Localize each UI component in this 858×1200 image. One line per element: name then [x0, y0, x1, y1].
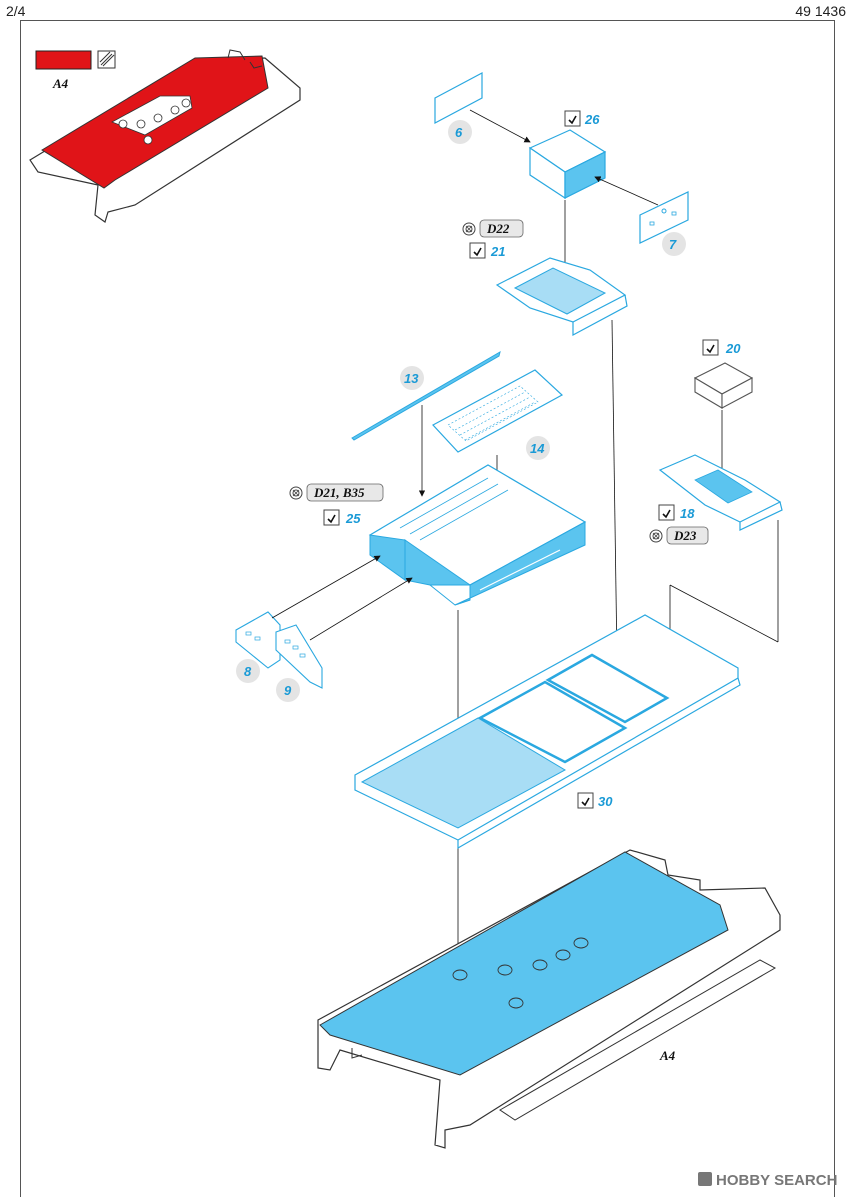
ref-d21-b35: D21, B35	[313, 485, 365, 500]
remove-icon	[649, 529, 663, 543]
check-icon	[469, 242, 486, 259]
part-25-number: 25	[345, 511, 361, 526]
hobby-search-logo-icon	[698, 1172, 712, 1186]
part-14: 14	[432, 369, 564, 541]
page-frame	[20, 20, 835, 1197]
part-7: 7	[594, 176, 689, 256]
part-8-number: 8	[244, 664, 252, 679]
base-part-a4: A4	[317, 849, 781, 1149]
part-26: 26	[528, 110, 607, 289]
part-9-number: 9	[284, 683, 292, 698]
pencil-icon	[97, 50, 116, 69]
ref-d22: D22	[486, 221, 510, 236]
base-part-label: A4	[659, 1048, 676, 1063]
part-8-9: 8 9	[235, 555, 413, 702]
check-icon	[658, 504, 675, 521]
part-6-number: 6	[455, 125, 463, 140]
part-26-number: 26	[584, 112, 600, 127]
part-14-number: 14	[530, 441, 545, 456]
kit-number: 49 1436	[795, 3, 846, 19]
part-18-number: 18	[680, 506, 695, 521]
ref-box-d22	[479, 219, 524, 238]
ref-d23: D23	[673, 528, 697, 543]
watermark-text: HOBBY SEARCH	[716, 1172, 837, 1189]
part-30-number: 30	[598, 794, 613, 809]
part-7-number: 7	[669, 237, 677, 252]
part-13: 13	[351, 350, 501, 497]
part-20-number: 20	[725, 341, 741, 356]
red-color-swatch	[35, 50, 92, 70]
check-icon	[564, 110, 581, 127]
part-18: 18 D23	[649, 454, 783, 701]
ref-box-d23	[666, 526, 709, 545]
ref-box-d21-b35	[306, 483, 384, 502]
check-icon	[577, 792, 594, 809]
remove-icon	[462, 222, 476, 236]
check-icon	[702, 339, 719, 356]
part-13-number: 13	[404, 371, 419, 386]
check-icon	[323, 509, 340, 526]
part-21-number: 21	[490, 244, 505, 259]
legend-part-ref: A4	[52, 76, 69, 91]
part-21: D22 21	[462, 219, 628, 729]
watermark: HOBBY SEARCH	[698, 1172, 837, 1189]
legend-red-part: A4	[29, 49, 301, 223]
part-6: 6	[434, 72, 531, 144]
part-20: 20	[693, 339, 754, 479]
part-30: 30	[354, 614, 741, 850]
remove-icon	[289, 486, 303, 500]
page-number: 2/4	[6, 3, 26, 19]
part-25: D21, B35 25	[289, 464, 587, 1066]
